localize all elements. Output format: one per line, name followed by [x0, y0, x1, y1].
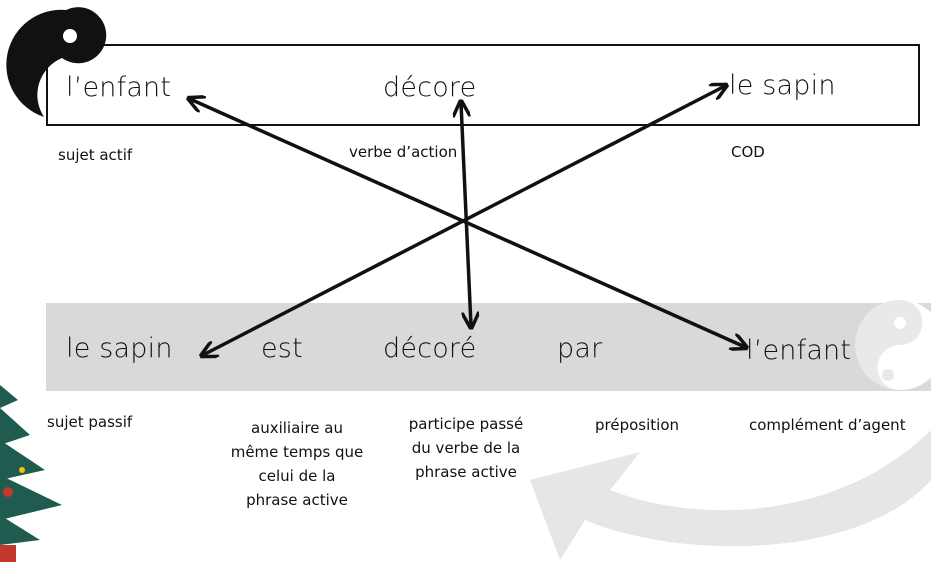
label-complement-agent: complément d’agent	[749, 416, 906, 434]
arrow-verb-to-participle	[461, 103, 471, 326]
arrow-object-to-subject	[203, 86, 725, 355]
label-sujet-actif: sujet actif	[58, 146, 133, 164]
passive-subject: le sapin	[66, 333, 173, 364]
label-preposition: préposition	[595, 416, 680, 434]
label-sujet-passif: sujet passif	[47, 413, 133, 431]
label-participe: participe passé du verbe de la phrase ac…	[408, 415, 524, 481]
passive-agent: l’enfant	[746, 335, 852, 366]
curved-arrow-icon	[530, 430, 931, 560]
active-subject: l’enfant	[66, 72, 172, 103]
label-auxiliaire: auxiliaire au même temps que celui de la…	[230, 419, 364, 509]
